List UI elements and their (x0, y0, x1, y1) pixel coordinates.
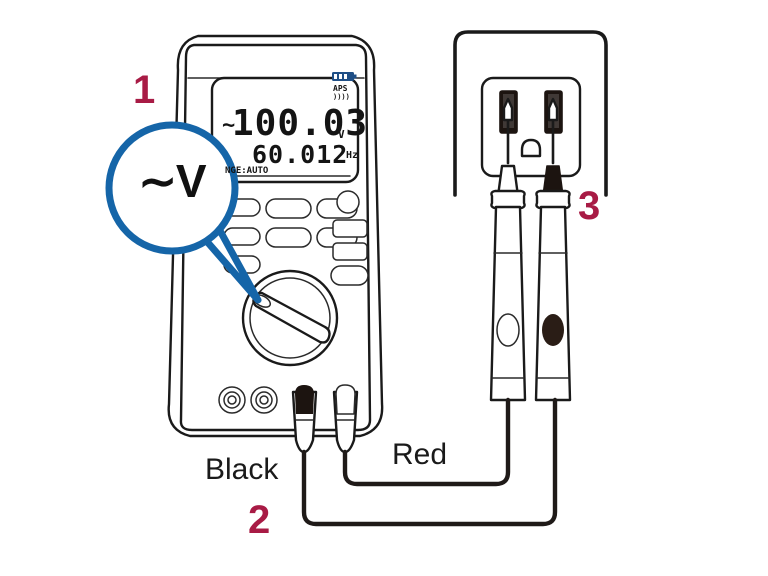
red-probe-tip-cone (502, 97, 514, 122)
outlet-faceplate (480, 76, 582, 178)
lcd-bezel (210, 76, 360, 184)
lcd-continuity-indicator: )))) (333, 93, 350, 101)
jack-ma-hole (259, 395, 269, 405)
side-button-1[interactable] (332, 219, 368, 238)
red-probe-marker (496, 313, 520, 347)
callout-bubble (105, 121, 239, 255)
lcd-aps-indicator: APS (333, 84, 348, 93)
input-jack-row[interactable] (218, 386, 278, 414)
step-number-2: 2 (248, 498, 271, 542)
red-probe-guard (490, 189, 526, 210)
black-probe-tip-cone (547, 97, 559, 122)
multimeter-body-group (167, 34, 384, 454)
lcd-primary-unit: V (338, 128, 345, 141)
button-r2c2[interactable] (265, 227, 312, 248)
ac-voltage-callout (105, 121, 262, 304)
red-plug-collar (335, 384, 356, 415)
outlet-ground-hole (520, 138, 542, 158)
wall-outlet-group (453, 30, 608, 197)
button-r1c2[interactable] (265, 198, 312, 219)
black-lead-wire (301, 397, 558, 527)
black-plug (291, 385, 318, 454)
battery-icon (332, 72, 357, 81)
black-probe-handle (534, 205, 572, 402)
black-lead-label: Black (205, 453, 279, 486)
black-probe-marker (542, 314, 564, 346)
red-plug (332, 384, 359, 454)
black-probe-guard (535, 189, 571, 210)
red-probe (489, 97, 527, 402)
power-button[interactable] (336, 190, 360, 214)
red-probe-handle (489, 205, 527, 402)
side-button-column[interactable] (330, 190, 369, 286)
side-button-2[interactable] (332, 242, 368, 261)
dial-pointer[interactable] (252, 291, 331, 344)
lcd-secondary-value: 60.012 (252, 140, 349, 169)
jack-10a-hole (227, 395, 237, 405)
step-number-3: 3 (578, 184, 601, 228)
black-plug-collar (295, 385, 314, 414)
rotary-selector[interactable] (241, 269, 339, 367)
step-number-1: 1 (133, 68, 156, 112)
black-probe (534, 97, 572, 402)
outlet-wall-frame (453, 30, 608, 197)
side-button-3[interactable] (330, 265, 369, 286)
lcd-ac-symbol: ∼ (222, 113, 236, 138)
lcd-primary-value: 100.03 (232, 103, 369, 144)
lcd-secondary-unit: Hz (346, 150, 359, 161)
red-lead-label: Red (392, 438, 448, 471)
callout-symbol-label: ∼V (138, 155, 206, 207)
lcd-range-indicator: NGE:AUTO (225, 166, 269, 176)
red-lead-wire (342, 397, 511, 487)
